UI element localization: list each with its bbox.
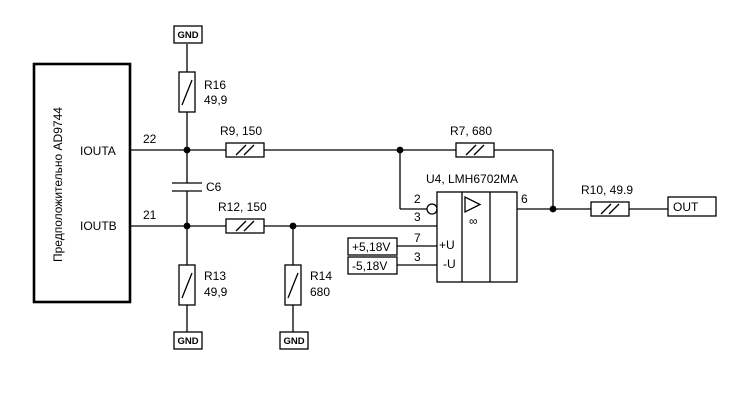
r7-hatch-1 xyxy=(465,144,477,156)
junction-r14 xyxy=(289,222,297,230)
dac-chip-title: Предположительно AD9744 xyxy=(51,107,65,262)
supply-positive-label: +5,18V xyxy=(352,240,390,254)
pin-iouta-label: IOUTA xyxy=(80,144,116,158)
opamp-pin-vp: 7 xyxy=(414,231,421,245)
output-label: OUT xyxy=(673,200,699,214)
r14-hatch xyxy=(287,272,299,299)
gnd-r13 xyxy=(173,331,203,350)
resistor-r9 xyxy=(225,142,265,158)
r16-ref: R16 xyxy=(204,78,226,92)
r10-hatch-2 xyxy=(608,203,620,215)
r9-hatch-1 xyxy=(235,144,247,156)
opamp-triangle-icon xyxy=(464,195,482,214)
c6-ref: C6 xyxy=(206,180,222,194)
r7-hatch-2 xyxy=(473,144,485,156)
opamp-vp-label: +U xyxy=(439,238,455,252)
output-port xyxy=(667,196,717,217)
opamp-label: U4, LMH6702MA xyxy=(426,172,518,186)
r12-hatch-1 xyxy=(235,220,247,232)
junction-r13-ioutb xyxy=(183,222,191,230)
r7-label: R7, 680 xyxy=(450,124,492,138)
opamp-u4-body xyxy=(436,191,518,283)
r13-ref: R13 xyxy=(204,269,226,283)
r16-value: 49,9 xyxy=(204,93,228,107)
opamp-pin-noninv: 3 xyxy=(414,210,421,224)
r10-label: R10, 49.9 xyxy=(581,183,633,197)
r10-hatch-1 xyxy=(600,203,612,215)
supply-negative-label: -5,18V xyxy=(352,259,387,273)
r13-value: 49,9 xyxy=(204,285,228,299)
opamp-pin-vn: 3 xyxy=(414,250,421,264)
r14-ref: R14 xyxy=(310,269,332,283)
r12-hatch-2 xyxy=(243,220,255,232)
dac-chip-body xyxy=(32,62,132,304)
opamp-infinity-icon: ∞ xyxy=(469,214,478,228)
pin-ioutb-label: IOUTB xyxy=(80,219,117,233)
inverting-bubble xyxy=(426,203,438,215)
opamp-pin-inv: 2 xyxy=(414,192,421,206)
opamp-vn-label: -U xyxy=(443,257,456,271)
gnd-r13-label: GND xyxy=(177,336,198,347)
r13-hatch xyxy=(181,272,193,299)
r12-label: R12, 150 xyxy=(218,200,267,214)
junction-inv xyxy=(396,146,404,154)
pin-ioutb-number: 21 xyxy=(143,208,157,222)
gnd-r14-label: GND xyxy=(283,336,304,347)
pin-iouta-number: 22 xyxy=(143,132,157,146)
gnd-r14 xyxy=(279,331,309,350)
junction-r16-iouta xyxy=(183,146,191,154)
gnd-top xyxy=(173,25,203,44)
r9-label: R9, 150 xyxy=(220,124,262,138)
resistor-r7 xyxy=(455,142,495,158)
r16-hatch xyxy=(181,79,193,106)
r14-value: 680 xyxy=(310,285,330,299)
opamp-pin-out: 6 xyxy=(521,192,528,206)
gnd-top-label: GND xyxy=(177,30,198,41)
r9-hatch-2 xyxy=(243,144,255,156)
resistor-r12 xyxy=(225,218,265,234)
